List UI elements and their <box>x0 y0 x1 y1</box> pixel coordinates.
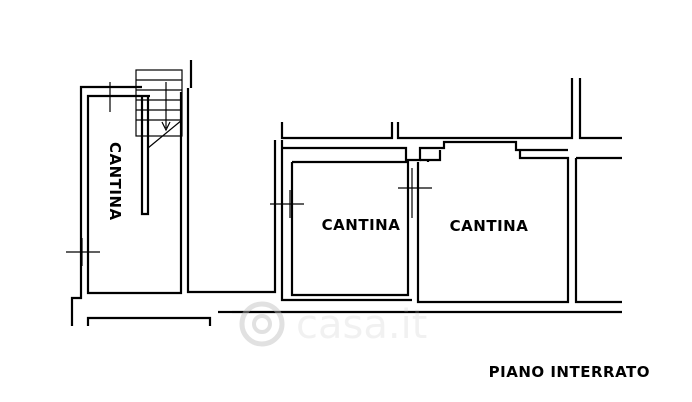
right-cellars-ticks <box>270 168 432 218</box>
floor-label: PIANO INTERRATO <box>489 363 650 381</box>
room-label-cantina-middle: CANTINA <box>322 216 401 234</box>
staircase <box>135 69 183 149</box>
room-label-cantina-left: CANTINA <box>106 142 124 221</box>
room-label-cantina-right: CANTINA <box>450 217 529 235</box>
right-cellars-walls <box>232 78 622 314</box>
left-cellar-ticks <box>66 82 124 266</box>
watermark-logo: casa.it <box>239 301 427 348</box>
watermark-text: casa.it <box>296 302 427 348</box>
